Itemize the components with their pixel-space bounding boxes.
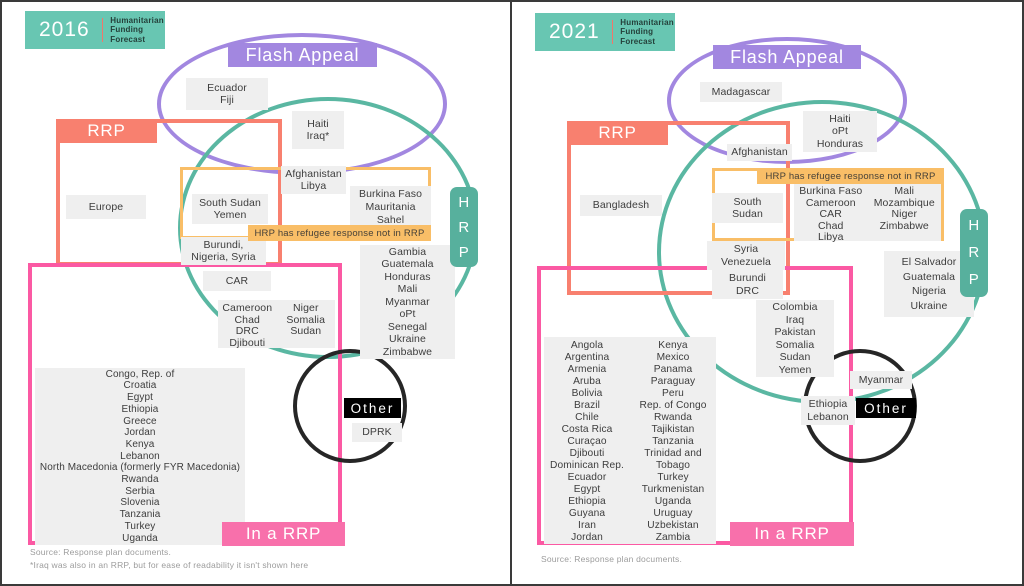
year-badge-2021: 2021 Humanitarian Funding Forecast bbox=[535, 13, 675, 51]
group-rrp-hrp-2016: Burundi, Nigeria, Syria bbox=[181, 237, 266, 265]
flash-appeal-label-2016: Flash Appeal bbox=[228, 43, 377, 67]
year-label: 2021 bbox=[549, 20, 600, 43]
iraq-note-2016: *Iraq was also in an RRP, but for ease o… bbox=[30, 560, 309, 570]
group-hrp-refugee-col2: Mali Mozambique Niger Zimbabwe bbox=[873, 185, 935, 232]
group-rrp-hrp-2021: Syria Venezuela bbox=[707, 241, 785, 270]
brand-label: Humanitarian Funding Forecast bbox=[110, 15, 164, 44]
rrp-rectangle-2021 bbox=[567, 121, 790, 295]
group-flash-hrp-refugee-2016: Afghanistan Libya bbox=[281, 166, 346, 194]
hrp-label-2016: HRP bbox=[450, 187, 478, 267]
refugee-band-2016: HRP has refugee response not in RRP bbox=[248, 225, 431, 241]
group-hrp-refugee-2021: Burkina Faso Cameroon CAR Chad Libya Mal… bbox=[794, 183, 941, 243]
badge-divider-bar bbox=[101, 18, 104, 42]
group-other-inrrp-2021: Ethiopia Lebanon bbox=[801, 396, 855, 425]
flash-appeal-label-2021: Flash Appeal bbox=[713, 45, 861, 69]
group-hrp-only-2021: El Salvador Guatemala Nigeria Ukraine bbox=[884, 251, 974, 317]
other-circle-2016 bbox=[293, 349, 407, 463]
source-note-2016: Source: Response plan documents. bbox=[30, 547, 172, 557]
year-badge-2016: 2016 Humanitarian Funding Forecast bbox=[25, 11, 165, 49]
group-other-only-2016: DPRK bbox=[352, 423, 402, 442]
group-inrrp-col1: Angola Argentina Armenia Aruba Bolivia B… bbox=[550, 340, 624, 543]
group-flash-only-2021: Madagascar bbox=[700, 82, 782, 102]
group-rrp-only-2021: Bangladesh bbox=[580, 195, 662, 216]
group-rrp-only-2016: Europe bbox=[66, 195, 146, 219]
group-flash-rrp-hrp-2021: Afghanistan bbox=[727, 144, 792, 161]
group-rrp-hrp-inrrp-2016: CAR bbox=[203, 271, 271, 291]
group-hrp-only-2016: Gambia Guatemala Honduras Mali Myanmar o… bbox=[360, 245, 455, 359]
in-a-rrp-label-2016: In a RRP bbox=[222, 522, 345, 546]
refugee-band-2021: HRP has refugee response not in RRP bbox=[757, 169, 944, 184]
group-rrp-hrp-refugee-2016: South Sudan Yemen bbox=[192, 194, 268, 224]
source-note-2021: Source: Response plan documents. bbox=[541, 554, 683, 564]
brand-label: Humanitarian Funding Forecast bbox=[620, 17, 674, 46]
panel-divider-line bbox=[510, 0, 512, 586]
group-inrrp-col2: Kenya Mexico Panama Paraguay Peru Rep. o… bbox=[639, 340, 707, 543]
group-rrp-hrp-refugee-2021: South Sudan bbox=[712, 193, 783, 223]
group-inrrp-only-2016: Congo, Rep. of Croatia Egypt Ethiopia Gr… bbox=[35, 368, 245, 545]
other-label-2016: Other bbox=[344, 398, 401, 418]
year-label: 2016 bbox=[39, 18, 90, 41]
group-flash-hrp-2021: Haiti oPt Honduras bbox=[803, 111, 877, 152]
hrp-label-2021: HRP bbox=[960, 209, 988, 297]
group-hrp-inrrp-2016: Cameroon Chad DRC Djibouti Niger Somalia… bbox=[218, 300, 335, 348]
group-hrp-other-2021: Myanmar bbox=[850, 371, 912, 389]
rrp-label-2016: RRP bbox=[56, 119, 157, 143]
group-rrp-hrp-inrrp-2021: Burundi DRC bbox=[712, 270, 783, 299]
badge-divider-bar bbox=[611, 20, 614, 44]
group-hrp-refugee-2016: Burkina Faso Mauritania Sahel bbox=[350, 186, 431, 228]
group-hrp-inrrp-2021: Colombia Iraq Pakistan Somalia Sudan Yem… bbox=[756, 300, 834, 377]
group-flash-only-2016: Ecuador Fiji bbox=[186, 78, 268, 110]
group-hrp-inrrp-col2: Niger Somalia Sudan bbox=[286, 302, 326, 337]
group-hrp-refugee-col1: Burkina Faso Cameroon CAR Chad Libya bbox=[799, 185, 863, 243]
rrp-label-2021: RRP bbox=[567, 121, 668, 145]
group-inrrp-only-2021: Angola Argentina Armenia Aruba Bolivia B… bbox=[544, 337, 716, 544]
group-flash-hrp-2016: Haiti Iraq* bbox=[292, 111, 344, 149]
other-label-2021: Other bbox=[856, 398, 916, 418]
in-a-rrp-label-2021: In a RRP bbox=[730, 522, 854, 546]
group-hrp-inrrp-col1: Cameroon Chad DRC Djibouti bbox=[222, 302, 273, 349]
